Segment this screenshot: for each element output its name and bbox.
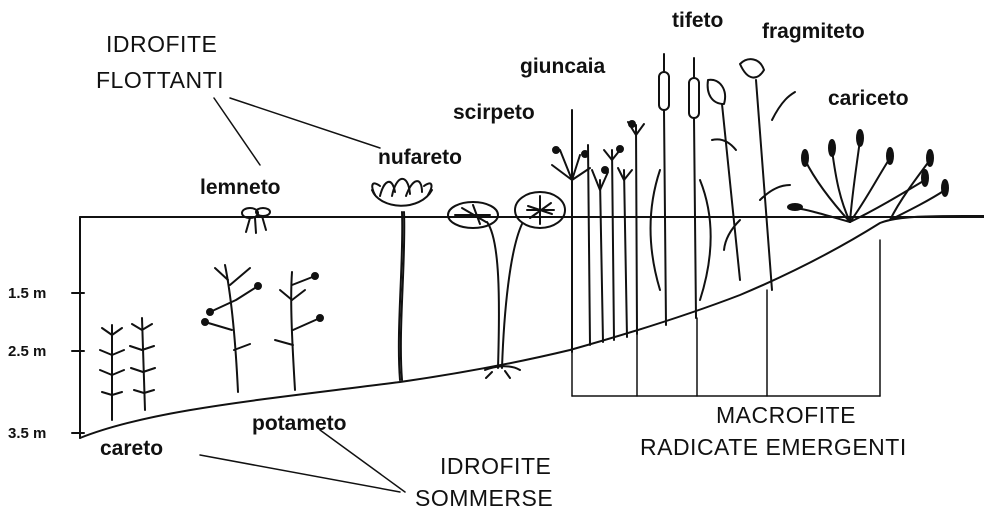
category-emergent-line1: MACROFITE [716, 402, 856, 428]
category-submerged-line2: SOMMERSE [415, 485, 553, 511]
label-nufareto: nufareto [378, 146, 462, 169]
pointer-floating-to-nufareto [230, 98, 380, 148]
floating-leaves [448, 192, 565, 378]
label-scirpeto: scirpeto [453, 101, 535, 124]
potamogeton-plants [202, 265, 323, 392]
label-fragmiteto: fragmiteto [762, 20, 865, 43]
label-cariceto: cariceto [828, 87, 909, 110]
chara-plants [100, 318, 155, 420]
label-giuncaia: giuncaia [520, 55, 606, 78]
nuphar-plant [372, 179, 432, 380]
label-careto: careto [100, 437, 163, 460]
depth-label-1-5: 1.5 m [8, 285, 46, 302]
category-submerged-line1: IDROFITE [440, 453, 551, 479]
pointer-submerged-from-potameto [320, 430, 405, 492]
label-lemneto: lemneto [200, 176, 281, 199]
depth-label-3-5: 3.5 m [8, 425, 46, 442]
reed-plants [708, 59, 795, 290]
depth-label-2-5: 2.5 m [8, 343, 46, 360]
label-potameto: potameto [252, 412, 347, 435]
category-emergent-line2: RADICATE EMERGENTI [640, 434, 907, 460]
emergent-bracket [572, 240, 880, 396]
pointer-submerged-from-careto [200, 455, 400, 492]
label-tifeto: tifeto [672, 9, 723, 32]
rush-plants [552, 110, 644, 352]
category-floating-line2: FLOTTANTI [96, 67, 224, 93]
cattail-plants [651, 54, 711, 325]
lemna-plant [242, 208, 270, 233]
pointer-floating-to-lemneto [214, 98, 260, 165]
category-floating-line1: IDROFITE [106, 31, 217, 57]
sedge-plants [788, 130, 948, 222]
